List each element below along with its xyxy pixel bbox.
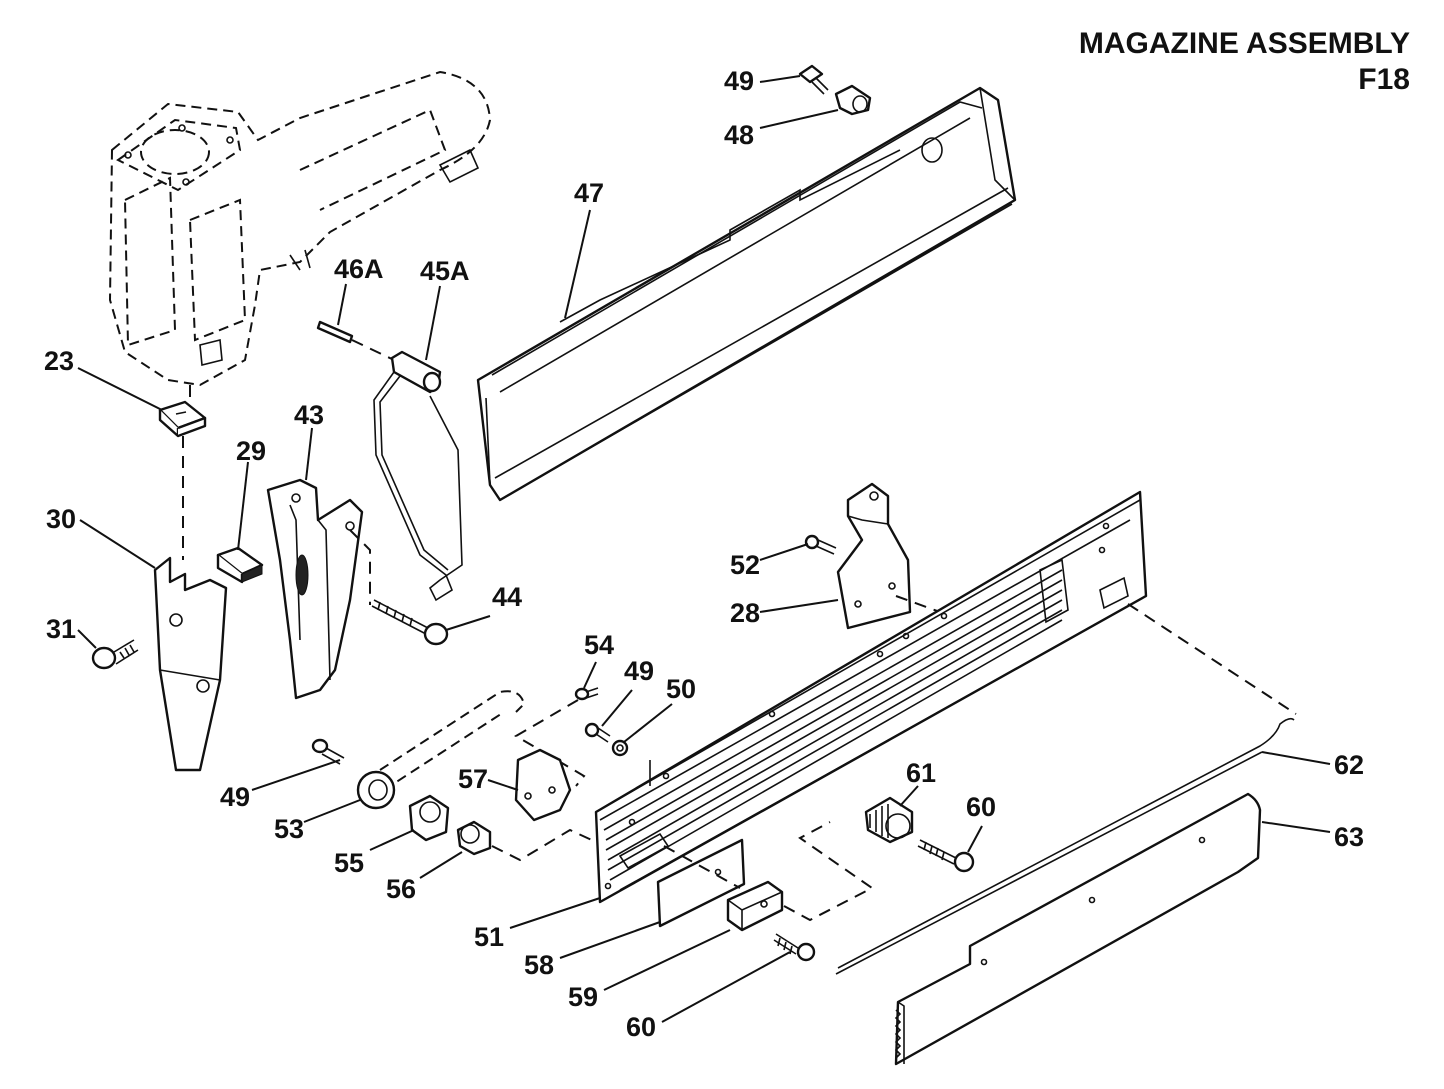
leader-58 — [559, 921, 661, 959]
leader-43 — [305, 427, 313, 481]
label-49-left: 49 — [220, 782, 250, 812]
label-63: 63 — [1334, 822, 1364, 852]
part-28-bracket — [836, 482, 912, 630]
leader-49-left — [251, 759, 341, 791]
dash-59-61 — [783, 821, 874, 922]
leader-63 — [1261, 821, 1331, 833]
part-54-screw — [574, 687, 599, 701]
label-50: 50 — [666, 674, 696, 704]
leader-57 — [487, 779, 519, 791]
part-45a-wire-spring — [373, 350, 463, 602]
dash-51-62 — [1127, 603, 1297, 715]
label-46a: 46A — [334, 254, 384, 284]
label-58: 58 — [524, 950, 554, 980]
leader-31 — [77, 629, 97, 649]
part-57-block — [514, 748, 572, 822]
label-48: 48 — [724, 120, 754, 150]
leader-44 — [445, 615, 491, 631]
part-43-latch — [266, 478, 364, 700]
part-58-plate — [656, 838, 746, 928]
label-28: 28 — [730, 598, 760, 628]
title-line-1: MAGAZINE ASSEMBLY — [1078, 27, 1410, 60]
leader-30 — [79, 519, 156, 569]
label-44: 44 — [492, 582, 522, 612]
part-49-mid-screw — [584, 722, 611, 743]
title-line-2: F18 — [1358, 63, 1410, 96]
leader-60-upper — [967, 825, 983, 853]
label-30: 30 — [46, 504, 76, 534]
part-60-lower-screw — [773, 933, 816, 962]
part-63-bar — [894, 792, 1262, 1066]
leader-62 — [1261, 751, 1331, 765]
label-45a: 45A — [420, 256, 470, 286]
part-50-washer — [611, 739, 629, 757]
label-23: 23 — [44, 346, 74, 376]
label-56: 56 — [386, 874, 416, 904]
part-49-left-screw — [311, 738, 345, 765]
part-60-upper-screw — [917, 839, 975, 873]
label-31: 31 — [46, 614, 76, 644]
part-53-follower-arm — [356, 690, 526, 810]
leader-52 — [759, 543, 809, 561]
part-48-sleeve — [834, 84, 872, 116]
tool-body-ghost — [108, 70, 492, 387]
label-55: 55 — [334, 848, 364, 878]
label-29: 29 — [236, 436, 266, 466]
dash-51-58 — [663, 845, 741, 889]
leader-53 — [303, 799, 361, 823]
leader-47 — [564, 209, 591, 319]
part-49-top-screw — [798, 64, 829, 95]
leader-46a — [337, 283, 347, 326]
part-51-magazine-rail — [594, 490, 1148, 904]
leader-56 — [419, 851, 463, 879]
label-47: 47 — [574, 178, 604, 208]
part-46a-pin — [316, 320, 354, 344]
leader-59 — [603, 929, 731, 991]
label-43: 43 — [294, 400, 324, 430]
label-59: 59 — [568, 982, 598, 1012]
label-57: 57 — [458, 764, 488, 794]
leader-50 — [623, 703, 673, 743]
dash-46a-45a — [351, 339, 395, 361]
leader-23 — [77, 367, 163, 411]
label-54: 54 — [584, 630, 614, 660]
leader-28 — [759, 599, 839, 613]
part-29-block — [216, 546, 264, 584]
part-47-channel — [476, 86, 1017, 502]
label-60-lower: 60 — [626, 1012, 656, 1042]
part-52-screw — [804, 534, 837, 555]
leader-54 — [583, 661, 597, 689]
leader-29 — [237, 461, 249, 551]
part-56-bushing — [456, 820, 492, 856]
part-23-plate — [158, 400, 207, 438]
dash-28-51 — [895, 595, 941, 613]
leader-51 — [509, 897, 601, 929]
leader-49-top — [759, 75, 801, 83]
leader-48 — [759, 109, 839, 129]
part-30-driver-guide — [153, 556, 228, 772]
leader-60-lower — [661, 951, 791, 1023]
label-53: 53 — [274, 814, 304, 844]
label-52: 52 — [730, 550, 760, 580]
dash-43-44 — [349, 529, 371, 605]
part-62-wire-rod — [835, 717, 1295, 975]
part-61-knob — [864, 796, 914, 844]
part-59-block — [726, 880, 784, 932]
part-44-screw — [371, 599, 449, 646]
dash-56-51 — [491, 828, 597, 862]
label-51: 51 — [474, 922, 504, 952]
part-55-bushing — [408, 794, 450, 842]
leader-45a — [425, 285, 441, 361]
diagram-title: MAGAZINE ASSEMBLY F18 — [1079, 26, 1410, 98]
label-62: 62 — [1334, 750, 1364, 780]
label-60-upper: 60 — [966, 792, 996, 822]
leader-61 — [899, 785, 919, 807]
label-49-top: 49 — [724, 66, 754, 96]
leader-49-mid — [601, 689, 633, 727]
part-31-screw — [91, 639, 139, 670]
label-49-mid: 49 — [624, 656, 654, 686]
leader-55 — [369, 829, 415, 851]
label-61: 61 — [906, 758, 936, 788]
